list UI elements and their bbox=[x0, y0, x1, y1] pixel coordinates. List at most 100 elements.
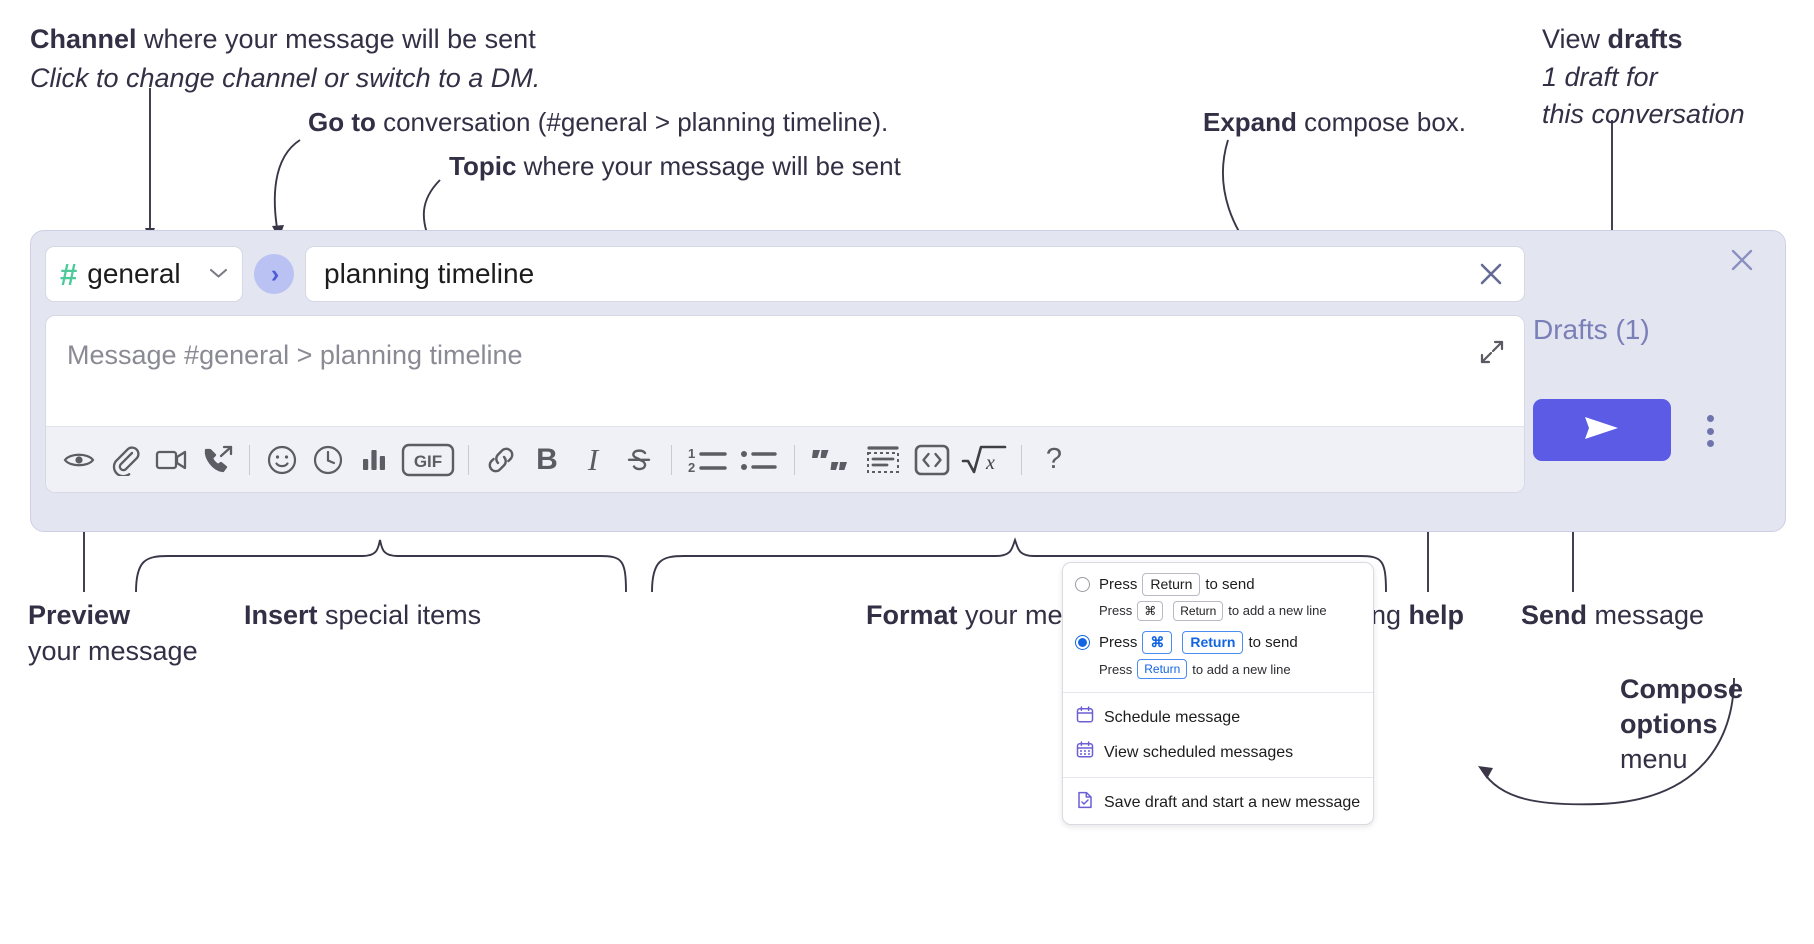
attachment-icon[interactable] bbox=[102, 437, 148, 483]
help-label: ? bbox=[1045, 443, 1063, 475]
ordered-list-icon[interactable]: 1 2 bbox=[681, 437, 733, 483]
annotation-compose-options-l2: options bbox=[1620, 709, 1718, 740]
channel-selector[interactable]: # general bbox=[45, 246, 243, 302]
separator-1 bbox=[249, 444, 250, 475]
annotation-preview: Preview your message bbox=[28, 598, 198, 669]
calendar-clock-icon bbox=[1075, 705, 1095, 730]
chevron-right-icon: › bbox=[270, 259, 280, 288]
svg-text:1: 1 bbox=[688, 446, 695, 461]
menu-option-0-sub-tail: to add a new line bbox=[1228, 603, 1327, 619]
menu-item-2-label: Save draft and start a new message bbox=[1104, 793, 1361, 811]
separator-5 bbox=[1021, 444, 1022, 475]
menu-item-1-label: View scheduled messages bbox=[1104, 743, 1294, 761]
annotation-goto-bold: Go to bbox=[308, 107, 376, 137]
draft-check-icon bbox=[1075, 790, 1095, 815]
topic-input[interactable]: planning timeline bbox=[305, 246, 1525, 302]
latex-icon[interactable]: x bbox=[956, 437, 1012, 483]
message-placeholder: Message #general > planning timeline bbox=[67, 340, 523, 370]
menu-option-0-sub-key1: ⌘ bbox=[1137, 600, 1164, 622]
menu-option-0-sub: Press ⌘ Return to add a new line bbox=[1063, 600, 1373, 627]
annotation-compose-options: Compose options menu bbox=[1620, 672, 1743, 777]
bold-icon[interactable]: B bbox=[524, 437, 570, 483]
menu-item-view-scheduled[interactable]: View scheduled messages bbox=[1063, 735, 1373, 770]
huddle-icon[interactable] bbox=[194, 437, 240, 483]
bold-label: B bbox=[536, 442, 558, 476]
radio-unselected-icon[interactable] bbox=[1075, 576, 1090, 592]
preview-icon[interactable] bbox=[56, 437, 102, 483]
italic-icon[interactable]: I bbox=[570, 437, 616, 483]
blockquote-icon[interactable] bbox=[804, 437, 858, 483]
poll-icon[interactable] bbox=[351, 437, 397, 483]
hash-icon: # bbox=[60, 256, 78, 292]
strikethrough-icon[interactable] bbox=[616, 437, 662, 483]
code-icon[interactable] bbox=[908, 437, 956, 483]
annotation-channel-rest: where your message will be sent bbox=[136, 24, 536, 54]
menu-option-1-key1: ⌘ bbox=[1142, 631, 1173, 654]
menu-divider-2 bbox=[1063, 777, 1373, 779]
annotation-topic: Topic where your message will be sent bbox=[449, 150, 901, 183]
annotation-send: Send message bbox=[1521, 598, 1704, 633]
drafts-link[interactable]: Drafts (1) bbox=[1533, 314, 1650, 345]
menu-option-return-to-send[interactable]: Press Return to send bbox=[1063, 569, 1373, 600]
annotation-expand: Expand compose box. bbox=[1203, 106, 1466, 139]
annotation-goto: Go to conversation (#general > planning … bbox=[308, 106, 888, 139]
goto-conversation-button[interactable]: › bbox=[254, 254, 294, 294]
annotation-topic-rest: where your message will be sent bbox=[516, 151, 901, 181]
expand-icon[interactable] bbox=[1478, 338, 1506, 371]
radio-selected-icon[interactable] bbox=[1075, 635, 1090, 651]
annotation-channel-sub: Click to change channel or switch to a D… bbox=[30, 62, 541, 93]
separator-3 bbox=[671, 444, 672, 475]
annotation-expand-bold: Expand bbox=[1203, 107, 1297, 137]
annotation-preview-rest: your message bbox=[28, 635, 198, 666]
compose-options-button[interactable] bbox=[1695, 411, 1725, 451]
menu-option-0-sub-key2: Return bbox=[1173, 600, 1224, 622]
menu-item-schedule-message[interactable]: Schedule message bbox=[1063, 700, 1373, 735]
compose-options-menu: Press Return to send Press ⌘ Return to a… bbox=[1062, 562, 1374, 826]
annotation-insert: Insert special items bbox=[244, 598, 481, 633]
annotation-insert-bold: Insert bbox=[244, 600, 318, 630]
annotation-compose-options-l3: menu bbox=[1620, 744, 1688, 775]
annotation-insert-rest: special items bbox=[317, 600, 482, 630]
annotation-send-bold: Send bbox=[1521, 600, 1588, 630]
annotation-drafts-bold: drafts bbox=[1607, 24, 1683, 54]
annotation-topic-bold: Topic bbox=[449, 151, 517, 181]
code-block-icon[interactable] bbox=[858, 437, 908, 483]
kebab-dot-1 bbox=[1706, 415, 1714, 422]
formatting-help-icon[interactable]: ? bbox=[1031, 437, 1077, 483]
menu-option-0-sub-press: Press bbox=[1099, 603, 1133, 619]
svg-text:GIF: GIF bbox=[414, 452, 442, 471]
menu-item-save-draft[interactable]: Save draft and start a new message bbox=[1063, 785, 1373, 824]
annotation-send-rest: message bbox=[1587, 600, 1705, 630]
menu-option-1-key2: Return bbox=[1182, 631, 1244, 654]
annotation-preview-bold: Preview bbox=[28, 600, 131, 630]
clear-topic-icon[interactable] bbox=[1476, 259, 1506, 289]
kebab-dot-3 bbox=[1706, 440, 1714, 447]
video-icon[interactable] bbox=[148, 437, 194, 483]
reminder-icon[interactable] bbox=[305, 437, 351, 483]
menu-divider-1 bbox=[1063, 692, 1373, 694]
annotation-expand-rest: compose box. bbox=[1296, 107, 1467, 137]
compose-main-column: # general › planning timeline bbox=[45, 245, 1525, 493]
menu-option-1-sub-tail: to add a new line bbox=[1192, 661, 1291, 677]
annotation-goto-rest: conversation (#general > planning timeli… bbox=[375, 107, 889, 137]
bulleted-list-icon[interactable] bbox=[733, 437, 785, 483]
annotation-help-bold: help bbox=[1408, 600, 1465, 630]
close-icon[interactable] bbox=[1727, 245, 1757, 280]
emoji-icon[interactable] bbox=[259, 437, 305, 483]
calendar-grid-icon bbox=[1075, 740, 1095, 765]
svg-text:2: 2 bbox=[688, 460, 695, 475]
annotation-channel-bold: Channel bbox=[30, 24, 137, 54]
menu-option-1-press: Press bbox=[1099, 634, 1138, 652]
menu-option-cmd-return-to-send[interactable]: Press ⌘ Return to send bbox=[1063, 627, 1373, 658]
annotation-drafts-l3: this conversation bbox=[1542, 99, 1745, 130]
menu-option-0-press: Press bbox=[1099, 575, 1138, 593]
menu-item-0-label: Schedule message bbox=[1104, 708, 1241, 726]
link-icon[interactable] bbox=[478, 437, 524, 483]
menu-option-0-tail: to send bbox=[1205, 575, 1255, 593]
gif-icon[interactable]: GIF bbox=[397, 437, 459, 483]
send-button[interactable] bbox=[1533, 399, 1671, 461]
message-input-box[interactable]: Message #general > planning timeline bbox=[45, 315, 1525, 493]
kebab-dot-2 bbox=[1706, 427, 1714, 435]
chevron-down-icon bbox=[209, 264, 228, 284]
